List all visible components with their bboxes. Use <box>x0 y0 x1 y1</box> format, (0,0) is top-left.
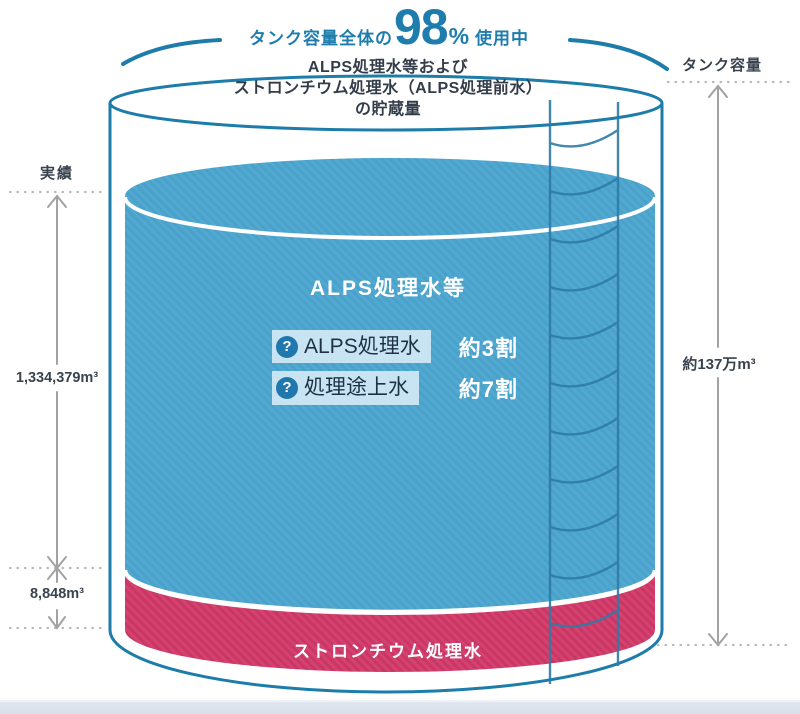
usage-headline: タンク容量全体の 98 % 使用中 <box>0 2 789 52</box>
breakdown-row-partially-treated: ? 処理途上水 約7割 <box>272 371 518 405</box>
usage-headline-suffix: 使用中 <box>475 29 530 48</box>
left-measure-arrow <box>47 194 67 630</box>
strontium-volume-value: 8,848m³ <box>29 586 84 602</box>
alps-volume-value: 1,334,379m³ <box>15 370 99 386</box>
actual-volume-label: 実績 <box>39 165 74 182</box>
strontium-volume-shape <box>122 569 658 672</box>
strontium-water-label: ストロンチウム処理水 <box>293 642 483 661</box>
tank-ladder <box>548 100 620 684</box>
headline-swoosh <box>121 38 669 71</box>
right-measure-arrow <box>708 84 728 647</box>
tank-title: ALPS処理水等および ストロンチウム処理水（ALPS処理前水） の貯蔵量 <box>0 57 788 120</box>
help-icon[interactable]: ? <box>276 335 298 358</box>
partially-treated-water-chip[interactable]: ? 処理途上水 <box>272 371 419 405</box>
tank-capacity-label: タンク容量 <box>681 57 762 74</box>
breakdown-row-alps: ? ALPS処理水 約3割 <box>272 330 518 364</box>
alps-water-group-label: ALPS処理水等 <box>309 277 466 300</box>
page-section-divider <box>0 700 800 714</box>
tank-title-line1: ALPS処理水等および <box>307 59 469 76</box>
alps-treated-ratio: 約3割 <box>458 335 518 361</box>
alps-treated-water-chip[interactable]: ? ALPS処理水 <box>272 330 431 364</box>
tank-title-line2: ストロンチウム処理水（ALPS処理前水） <box>233 80 543 97</box>
usage-percent: 98 <box>393 0 449 55</box>
help-icon[interactable]: ? <box>276 376 298 399</box>
tank-title-line3: の貯蔵量 <box>354 101 421 118</box>
tank-capacity-value: 約137万m³ <box>682 356 756 373</box>
usage-percent-sign: % <box>448 23 470 49</box>
chip-label: ALPS処理水 <box>304 335 421 358</box>
water-breakdown: ? ALPS処理水 約3割 ? 処理途上水 約7割 <box>272 330 518 413</box>
usage-headline-prefix: タンク容量全体の <box>248 29 393 48</box>
reference-dotted-lines <box>8 80 794 647</box>
partially-treated-ratio: 約7割 <box>458 376 518 402</box>
chip-label: 処理途上水 <box>304 376 409 400</box>
